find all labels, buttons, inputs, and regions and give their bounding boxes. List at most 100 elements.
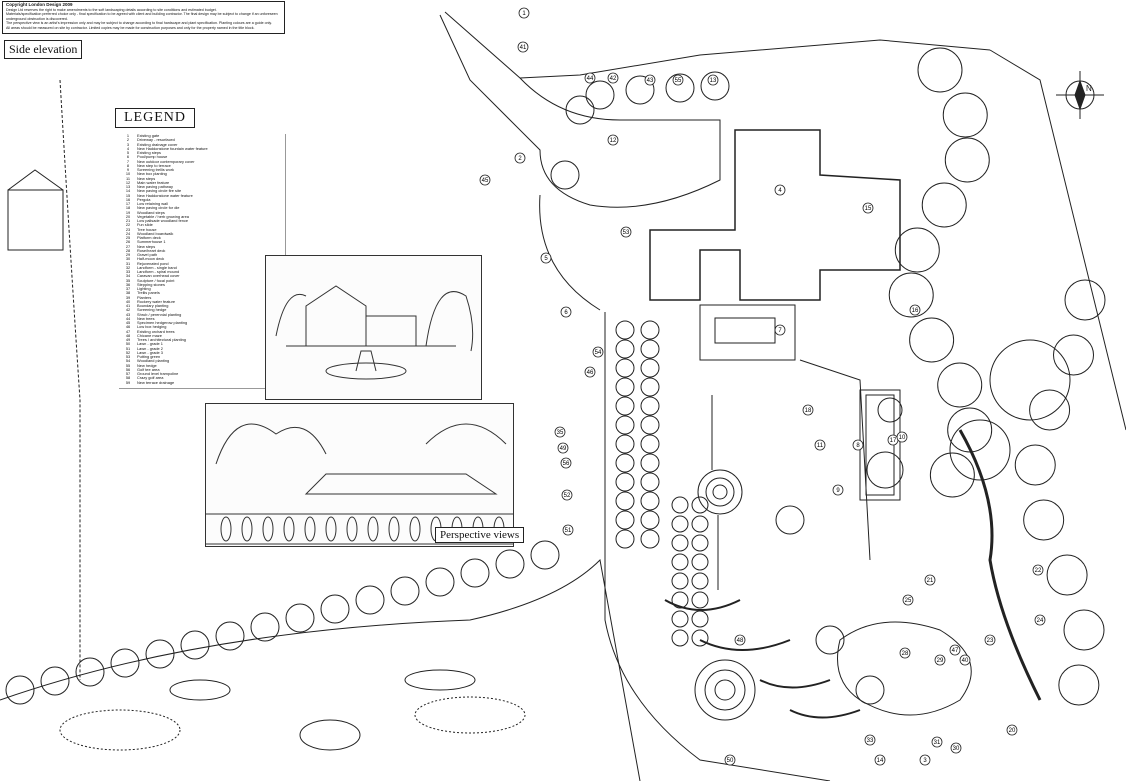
tree-symbol (615, 415, 635, 435)
legend-item-label: Half-moon deck (137, 256, 165, 262)
chicane-maze (697, 469, 743, 515)
tree-symbol (640, 415, 660, 435)
tree-symbol (866, 451, 904, 489)
tree-symbol (180, 630, 210, 660)
callout-number: 20 (1009, 728, 1016, 734)
callout-number: 30 (953, 746, 960, 752)
callout-number: 50 (727, 758, 734, 764)
legend-item-number: 16 (125, 196, 131, 202)
callout-number: 51 (565, 528, 572, 534)
callout-number: 29 (937, 658, 944, 664)
callout-marker: 55 (672, 74, 684, 86)
tree-symbol (615, 472, 635, 492)
legend-item-number: 10 (125, 171, 131, 177)
callout-marker: 35 (554, 426, 566, 438)
tree-symbol (530, 540, 560, 570)
legend-item-label: Caravan overhead cover (137, 273, 180, 279)
copyright-line: Materials/specification preferred choice… (6, 12, 278, 21)
legend-item-number: 44 (125, 315, 131, 321)
tree-symbol (1058, 664, 1100, 706)
tree-symbol (495, 549, 525, 579)
tree-symbol (691, 572, 709, 590)
tree-symbol (947, 407, 993, 453)
legend-item-label: Planters (137, 294, 152, 300)
legend-item-number: 37 (125, 286, 131, 291)
callout-number: 43 (647, 78, 654, 84)
callout-marker: 20 (1006, 724, 1018, 736)
tree-symbol (1064, 279, 1106, 321)
tree-symbol (888, 272, 934, 318)
legend-item-label: Summerhouse 1 (137, 239, 166, 245)
legend-item-label: Rose/heart deck (137, 247, 166, 253)
legend-item-number: 25 (125, 235, 131, 240)
callout-number: 56 (563, 461, 570, 467)
tree-symbol (942, 92, 988, 138)
callout-number: 11 (817, 443, 824, 449)
lower-lawn (0, 558, 641, 781)
baluster (304, 516, 316, 542)
tree-symbol (615, 358, 635, 378)
legend-item-number: 45 (125, 320, 131, 325)
callout-number: 15 (865, 206, 872, 212)
legend-item-number: 19 (125, 209, 131, 215)
callout-number: 53 (623, 230, 630, 236)
legend-item-number: 9 (126, 167, 130, 172)
tree-symbol (855, 675, 885, 705)
callout-number: 46 (587, 370, 594, 376)
tree-symbol (615, 377, 635, 397)
callout-number: 21 (927, 578, 934, 584)
callout-number: 25 (905, 598, 912, 604)
tree-symbol (640, 339, 660, 359)
tree-symbol (909, 317, 955, 363)
tree-symbol (550, 160, 580, 190)
legend-item-label: Platform deck (137, 235, 161, 240)
legend-item-label: New terrace drainage (137, 379, 175, 385)
tree-symbol (894, 227, 940, 273)
legend-item-label: New paving pathway (137, 184, 173, 189)
legend-item-number: 39 (125, 294, 131, 300)
callout-marker: 12 (607, 134, 619, 146)
tree-symbol (775, 505, 805, 535)
tree-symbol (640, 358, 660, 378)
callout-marker: 14 (874, 754, 886, 766)
legend-item-label: Rejuvenated pond (137, 260, 169, 266)
legend-item-label: New paving circle for die (137, 205, 180, 211)
tree-symbol (691, 496, 709, 514)
callout-marker: 53 (620, 226, 632, 238)
tree-symbol (640, 453, 660, 473)
callout-marker: 13 (707, 74, 719, 86)
legend-item-label: New trees (137, 315, 155, 321)
tree-symbol (425, 567, 455, 597)
baluster (409, 516, 421, 542)
callout-number: 55 (675, 78, 682, 84)
tree-symbol (460, 558, 490, 588)
callout-marker: 47 (949, 644, 961, 656)
callout-marker: 4 (774, 184, 786, 196)
legend-item-label: Specimen hedgerow planting (137, 320, 188, 325)
callout-marker: 9 (832, 484, 844, 496)
legend-item-label: Landform - single band (137, 264, 177, 270)
legend-item-number: 24 (125, 230, 131, 236)
callout-marker: 46 (584, 366, 596, 378)
baluster (346, 516, 358, 542)
tree-symbol (615, 510, 635, 530)
legend-item-label: New step to terrace (137, 162, 171, 168)
callout-number: 8 (856, 443, 860, 449)
legend-item-number: 11 (125, 175, 131, 181)
